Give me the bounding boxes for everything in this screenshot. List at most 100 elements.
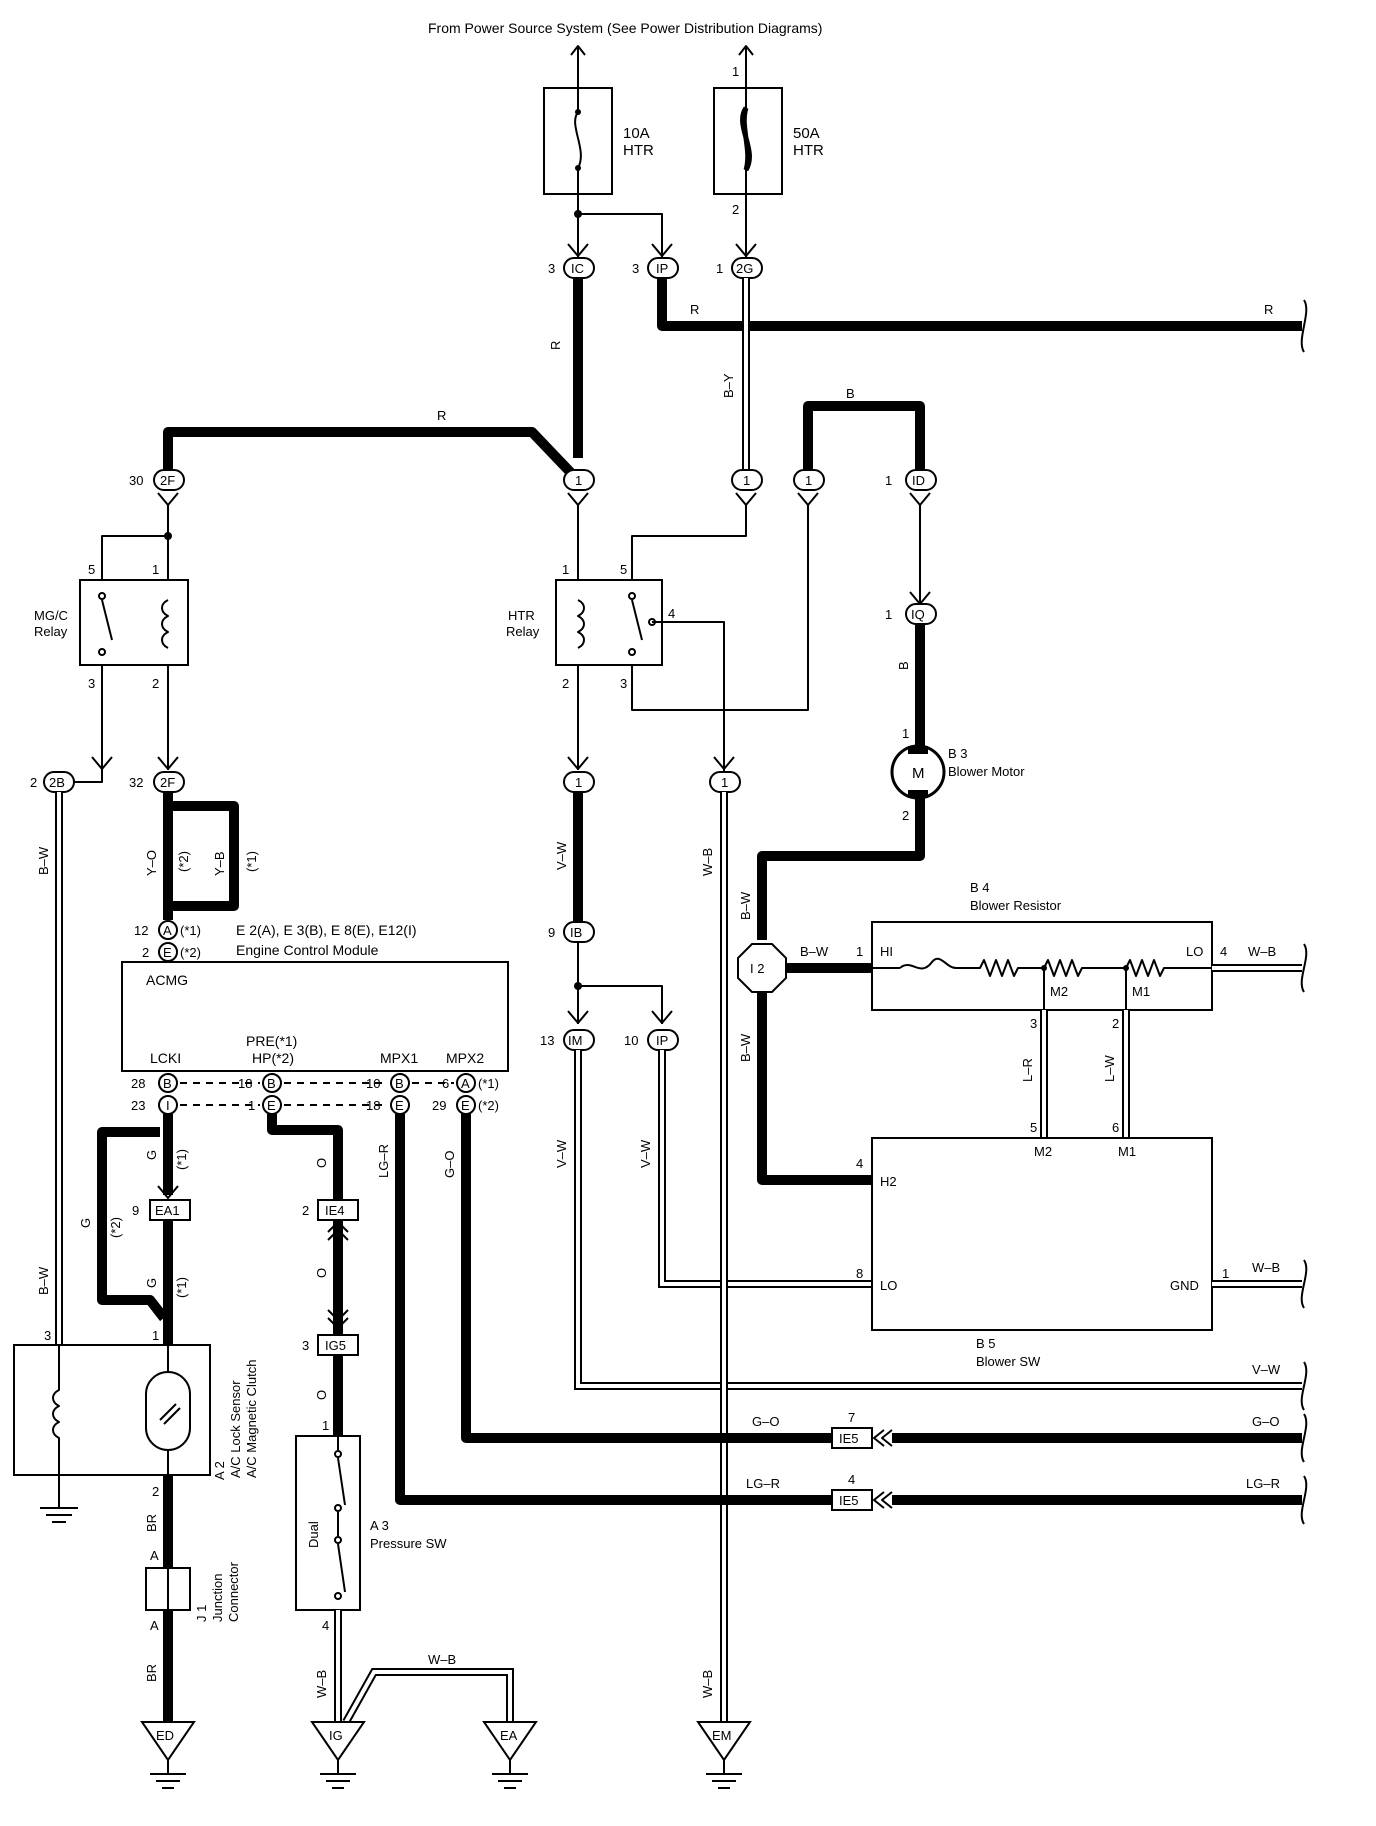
connector-ip-mid-pin: 10 <box>624 1033 638 1048</box>
htr-relay-label-1: HTR <box>508 608 535 623</box>
wire-v-w-ip <box>658 1050 872 1288</box>
wire-w-b-a3-label: W–B <box>314 1670 329 1698</box>
connector-e-mpx1-label: E <box>395 1098 404 1113</box>
mgc-relay-pin3: 3 <box>88 676 95 691</box>
ecm-codes: E 2(A), E 3(B), E 8(E), E12(I) <box>236 922 417 938</box>
connector-ea1-pin: 9 <box>132 1203 139 1218</box>
connector-a-mpx2 <box>456 1073 476 1093</box>
wire-b-w-i2-hi-label: B–W <box>800 944 829 959</box>
wire-g-b-note: (*2) <box>108 1217 123 1238</box>
wire-lg-r <box>395 1114 842 1505</box>
htr-relay-pin3: 3 <box>620 676 627 691</box>
connector-i2-label: I 2 <box>750 961 764 976</box>
connector-im-pin: 13 <box>540 1033 554 1048</box>
ground-ea-label: EA <box>500 1728 518 1743</box>
wire-g-a-label: G <box>144 1150 159 1160</box>
connector-b-pre-label: B <box>267 1076 276 1091</box>
connector-2b-label: 2B <box>49 775 65 790</box>
wire-b-motor-label: B <box>896 661 911 670</box>
resistor-pin4: 4 <box>1220 944 1227 959</box>
blower-sw-m2-label: M2 <box>1034 1144 1052 1159</box>
connector-1-b <box>731 469 763 506</box>
connector-e-mpx1-pin: 18 <box>366 1098 380 1113</box>
wire-mgc-5 <box>101 535 168 580</box>
wire-r-break <box>1300 299 1308 353</box>
resistor-m2-label: M2 <box>1050 984 1068 999</box>
wire-b-w-i2-h2-label: B–W <box>738 1033 753 1062</box>
connector-ie5-lgr <box>831 1489 893 1511</box>
connector-ie5-lgr-pin: 4 <box>848 1472 855 1487</box>
blower-sw-pin5: 5 <box>1030 1120 1037 1135</box>
connector-a-label: A <box>163 923 172 938</box>
wire-ib-ip <box>578 985 663 1024</box>
ecm-pin-hp: HP(*2) <box>252 1050 294 1066</box>
wire-10a-split <box>574 194 747 258</box>
connector-e-mpx2-label: E <box>461 1098 470 1113</box>
connector-ip-mid-label: IP <box>656 1033 668 1048</box>
connector-1-c-label: 1 <box>805 473 812 488</box>
ecm-acmg: ACMG <box>146 972 188 988</box>
arrow-2f <box>157 756 179 770</box>
mgc-relay-pin1: 1 <box>152 562 159 577</box>
power-input-arrow-10a <box>570 45 586 88</box>
ecm-pin-mpx1: MPX1 <box>380 1050 418 1066</box>
wire-o-mid-label: O <box>314 1268 329 1278</box>
connector-ib-pin: 9 <box>548 925 555 940</box>
connector-1-b-label: 1 <box>743 473 750 488</box>
blower-switch <box>871 1137 1213 1331</box>
blower-sw-pin1: 1 <box>1222 1266 1229 1281</box>
wire-br-bottom-label: BR <box>144 1664 159 1682</box>
ecm-pin-pre: PRE(*1) <box>246 1033 297 1049</box>
wire-w-b-gnd-label: W–B <box>1252 1260 1280 1275</box>
a2-pin3: 3 <box>44 1328 51 1343</box>
ground-ea <box>482 1721 538 1789</box>
connector-ib-label: IB <box>570 925 582 940</box>
wire-lg-r-mid-label: LG–R <box>746 1476 780 1491</box>
connector-a-mpx2-pin: 6 <box>442 1076 449 1091</box>
wire-y-o-label: Y–O <box>144 850 159 876</box>
wire-v-w-right-label: V–W <box>1252 1362 1281 1377</box>
blower-motor-symbol: M <box>912 765 925 782</box>
connector-ip-top-label: IP <box>656 261 668 276</box>
a2-pin1: 1 <box>152 1328 159 1343</box>
a3-pin1: 1 <box>322 1418 329 1433</box>
wire-g-o-label: G–O <box>442 1151 457 1178</box>
wire-g-o-mid-label: G–O <box>752 1414 779 1429</box>
fuse-50a-pin-in: 1 <box>732 64 739 79</box>
wire-g-c-note: (*1) <box>174 1277 189 1298</box>
arrow-2b <box>91 756 113 770</box>
resistor-pin1: 1 <box>856 944 863 959</box>
wire-r-label: R <box>437 408 446 423</box>
fuse-50a-rating: 50A <box>793 125 820 142</box>
connector-ig5-label: IG5 <box>325 1338 346 1353</box>
wire-l-w-label: L–W <box>1102 1055 1117 1082</box>
connector-2f-top-pin: 30 <box>129 473 143 488</box>
connector-ig5-pin: 3 <box>302 1338 309 1353</box>
fuse-10a-rating: 10A <box>623 125 650 142</box>
ecm-name: Engine Control Module <box>236 942 379 958</box>
htr-relay-label-2: Relay <box>506 624 540 639</box>
arrow-ip-mid <box>651 1010 673 1024</box>
a3-ref: A 3 <box>370 1518 389 1533</box>
connector-b-mpx1 <box>390 1073 410 1093</box>
connector-2f-bottom-pin: 32 <box>129 775 143 790</box>
connector-b-lcki <box>158 1073 178 1093</box>
htr-relay-pin4: 4 <box>668 606 675 621</box>
ground-ed <box>140 1721 196 1789</box>
blower-motor-pin2: 2 <box>902 808 909 823</box>
wire-b-w-left-label-1: B–W <box>36 846 51 875</box>
fuse-10a-name: HTR <box>623 142 654 159</box>
j1-name1: Junction <box>210 1574 225 1622</box>
blower-sw-gnd-label: GND <box>1170 1278 1199 1293</box>
wire-w-b-resistor-label: W–B <box>1248 944 1276 959</box>
wire-b-y-label: B–Y <box>721 373 736 398</box>
blower-motor-name: Blower Motor <box>948 764 1025 779</box>
connector-ic-label: IC <box>571 261 584 276</box>
connector-e-hp-label: E <box>267 1098 276 1113</box>
mgc-relay-label-1: MG/C <box>34 608 68 623</box>
connector-b-pre <box>262 1073 282 1093</box>
resistor-network-icon <box>872 957 1212 1010</box>
wire-b-w-left-label-2: B–W <box>36 1266 51 1295</box>
blower-sw-pin4: 4 <box>856 1156 863 1171</box>
wire-mgc-3-link <box>74 770 103 783</box>
